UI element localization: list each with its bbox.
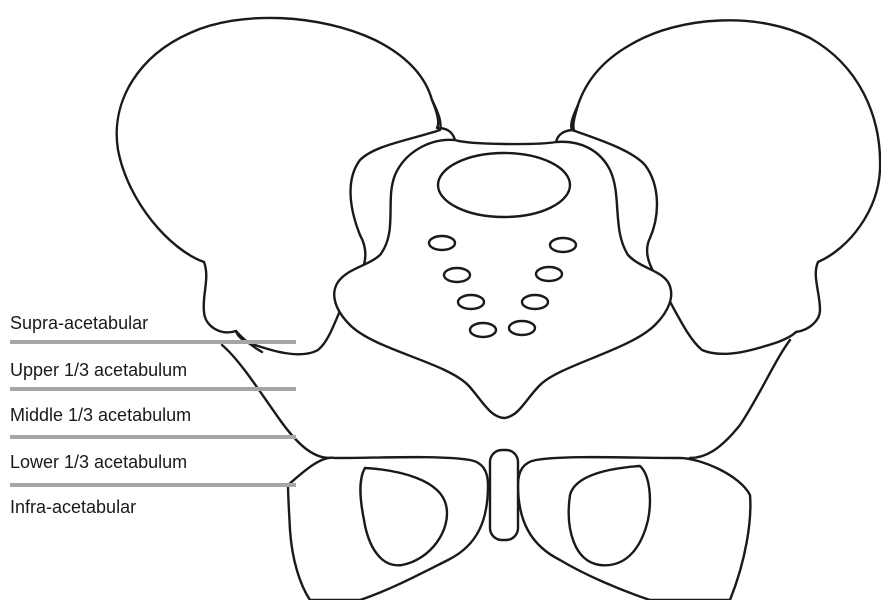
level-label-supra-acetabular: Supra-acetabular (10, 313, 148, 333)
sacral-base-oval (438, 153, 570, 217)
sacral-foramen (550, 238, 576, 252)
sacral-foramen (429, 236, 455, 250)
level-label-infra-acetabular: Infra-acetabular (10, 497, 136, 517)
right-acetabulum-rim (690, 340, 790, 458)
level-label-middle-third: Middle 1/3 acetabulum (10, 405, 191, 425)
level-label-upper-third: Upper 1/3 acetabulum (10, 360, 187, 380)
sacral-foramen (522, 295, 548, 309)
level-label-lower-third: Lower 1/3 acetabulum (10, 452, 187, 472)
sacral-foramen (509, 321, 535, 335)
sacral-foramen (536, 267, 562, 281)
pubic-symphysis (490, 450, 518, 540)
sacral-foramen (458, 295, 484, 309)
sacral-foramen (470, 323, 496, 337)
sacral-foramen (444, 268, 470, 282)
